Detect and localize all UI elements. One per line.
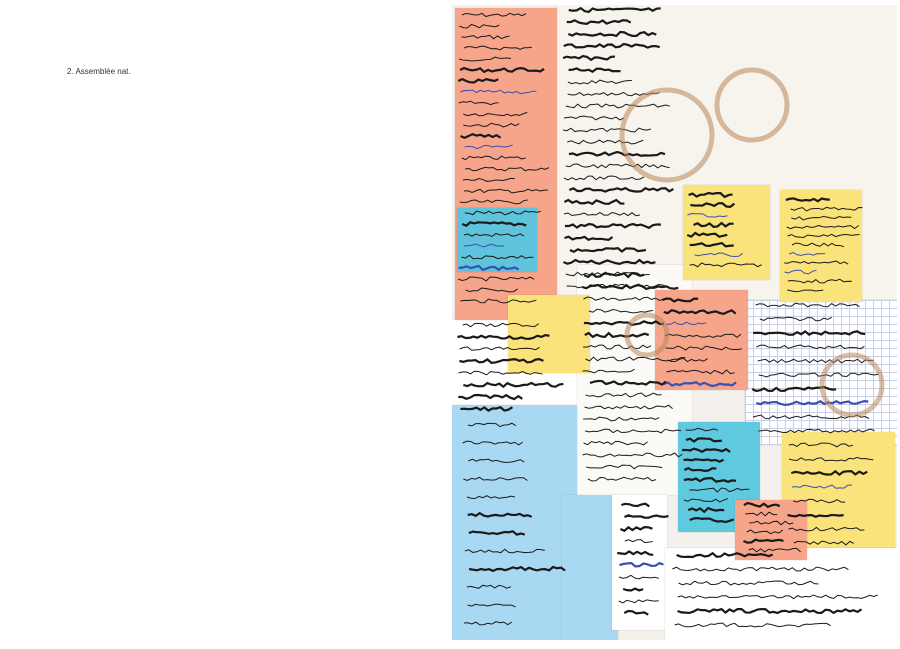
sticky-note-salmon [455, 8, 557, 320]
sticky-note-yellow [780, 190, 862, 302]
sticky-note-yellow [508, 295, 590, 373]
sticky-note-salmon [735, 500, 807, 560]
grid-paper-sheet [745, 300, 897, 445]
figure-caption: 2. Assemblée nat. [67, 67, 131, 76]
sticky-notes-collage-image [452, 5, 897, 640]
paper-sheet [612, 495, 667, 630]
paper-sheet [665, 548, 897, 640]
sticky-note-light-blue [562, 495, 618, 640]
sticky-note-yellow [683, 185, 770, 280]
sticky-note-salmon [655, 290, 748, 390]
sticky-note-blue [457, 208, 537, 272]
paper-sheet [452, 405, 577, 640]
